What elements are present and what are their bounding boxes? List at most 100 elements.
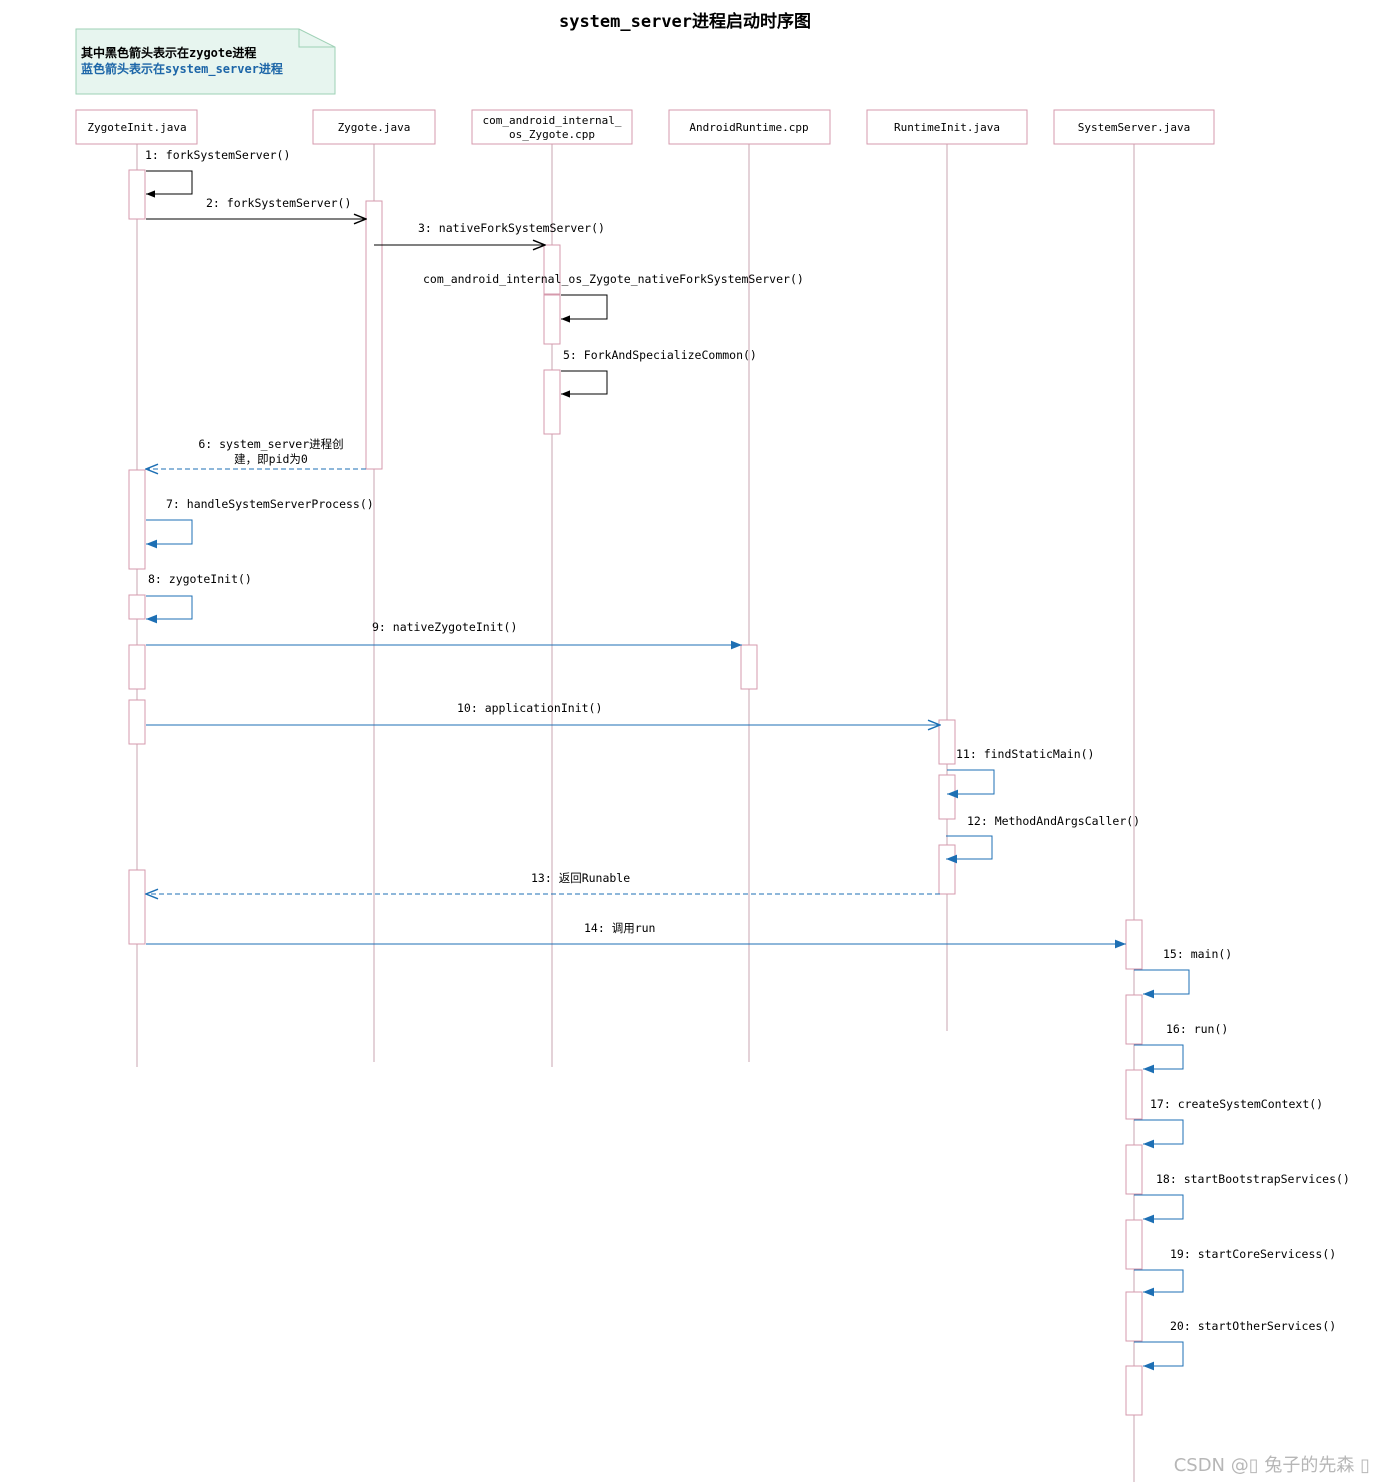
message-label: 8: zygoteInit() — [148, 572, 252, 586]
activation-bar-zygoteinit — [128, 469, 146, 570]
message-label: 13: 返回Runable — [531, 871, 630, 885]
message-9: 9: nativeZygoteInit() — [146, 620, 742, 650]
message-self-arrow — [1134, 1269, 1184, 1297]
message-label: 20: startOtherServices() — [1170, 1319, 1336, 1333]
note-fold — [298, 29, 335, 48]
activation-bars — [128, 169, 1143, 1416]
participant-box — [668, 109, 831, 145]
participant-label: RuntimeInit.java — [894, 121, 1000, 134]
message-label: 16: run() — [1166, 1022, 1228, 1036]
message-label: com_android_internal_os_Zygote_nativeFor… — [423, 272, 804, 286]
message-8: 8: zygoteInit() — [146, 572, 252, 624]
activation-bar-systemserver — [1125, 1291, 1143, 1342]
participant-zygote: Zygote.java — [312, 109, 436, 145]
participant-runtimeinit: RuntimeInit.java — [866, 109, 1028, 145]
participant-native: com_android_internal_os_Zygote.cpp — [471, 109, 633, 145]
message-1: 1: forkSystemServer() — [145, 148, 290, 198]
message-self-arrow — [146, 519, 193, 549]
activation-bar-zygote — [365, 200, 383, 470]
activation-bar-runtime — [740, 644, 758, 690]
participant-label: com_android_internal_ — [482, 114, 621, 127]
message-7: 7: handleSystemServerProcess() — [146, 497, 374, 549]
message-19: 19: startCoreServicess() — [1134, 1247, 1336, 1297]
message-4: com_android_internal_os_Zygote_nativeFor… — [423, 272, 804, 323]
message-label: 建，即pid为0 — [234, 452, 308, 466]
message-label: 5: ForkAndSpecializeCommon() — [563, 348, 757, 362]
activation-bar-native — [543, 244, 561, 295]
message-self-arrow — [947, 769, 995, 799]
activation-bar-systemserver — [1125, 1144, 1143, 1195]
participant-label: SystemServer.java — [1078, 121, 1191, 134]
message-label: 1: forkSystemServer() — [145, 148, 290, 162]
activation-bar-systemserver — [1125, 994, 1143, 1045]
message-self-arrow — [146, 595, 193, 624]
message-self-arrow — [1134, 1044, 1184, 1074]
message-12: 12: MethodAndArgsCaller() — [946, 814, 1140, 864]
message-20: 20: startOtherServices() — [1134, 1319, 1336, 1371]
diagram-title: system_server进程启动时序图 — [559, 11, 811, 32]
activation-bar-runtimeinit — [938, 719, 956, 765]
activation-bar-systemserver — [1125, 919, 1143, 970]
participant-box — [1053, 109, 1215, 145]
message-label: 2: forkSystemServer() — [206, 196, 351, 210]
message-self-arrow — [146, 170, 193, 198]
message-label: 17: createSystemContext() — [1150, 1097, 1323, 1111]
message-17: 17: createSystemContext() — [1134, 1097, 1323, 1149]
activation-bar-zygoteinit — [128, 594, 146, 620]
message-label: 12: MethodAndArgsCaller() — [967, 814, 1140, 828]
message-label: 3: nativeForkSystemServer() — [418, 221, 605, 235]
lifelines — [136, 144, 1135, 1482]
participant-runtime: AndroidRuntime.cpp — [668, 109, 831, 145]
participant-box — [75, 109, 198, 145]
message-self-arrow — [1134, 969, 1190, 999]
activation-bar-runtimeinit — [938, 774, 956, 820]
message-self-arrow — [1134, 1194, 1184, 1224]
message-self-arrow — [1134, 1341, 1184, 1371]
activation-bar-zygoteinit — [128, 644, 146, 690]
activation-bar-runtimeinit — [938, 844, 956, 895]
message-2: 2: forkSystemServer() — [146, 196, 366, 219]
message-self-arrow — [1134, 1119, 1184, 1149]
message-3: 3: nativeForkSystemServer() — [374, 221, 605, 245]
participant-box — [866, 109, 1028, 145]
message-self-arrow — [561, 294, 608, 323]
message-label: 9: nativeZygoteInit() — [372, 620, 517, 634]
message-15: 15: main() — [1134, 947, 1232, 999]
message-label: 7: handleSystemServerProcess() — [166, 497, 374, 511]
participant-label: AndroidRuntime.cpp — [689, 121, 808, 134]
participant-systemserver: SystemServer.java — [1053, 109, 1215, 145]
message-self-arrow — [946, 835, 993, 864]
message-16: 16: run() — [1134, 1022, 1228, 1074]
message-label: 11: findStaticMain() — [956, 747, 1094, 761]
note-line-blue-arrows: 蓝色箭头表示在system_server进程 — [81, 61, 283, 77]
message-18: 18: startBootstrapServices() — [1134, 1172, 1350, 1224]
activation-bar-systemserver — [1125, 1365, 1143, 1416]
note-line-black-arrows: 其中黑色箭头表示在zygote进程 — [81, 45, 256, 60]
message-11: 11: findStaticMain() — [947, 747, 1094, 799]
message-label: 10: applicationInit() — [457, 701, 602, 715]
participant-label: Zygote.java — [338, 121, 411, 134]
participant-label: ZygoteInit.java — [87, 121, 186, 134]
message-label: 14: 调用run — [584, 921, 655, 935]
message-self-arrow — [561, 370, 608, 398]
watermark: CSDN @▯ 兔子的先森 ▯ — [1174, 1455, 1370, 1476]
participant-box — [312, 109, 436, 145]
legend-note: 其中黑色箭头表示在zygote进程 蓝色箭头表示在system_server进程 — [75, 28, 336, 95]
message-label: 19: startCoreServicess() — [1170, 1247, 1336, 1261]
participant-label: os_Zygote.cpp — [509, 128, 595, 141]
activation-bar-native — [543, 369, 561, 435]
participant-zygoteinit: ZygoteInit.java — [75, 109, 198, 145]
message-label: 18: startBootstrapServices() — [1156, 1172, 1350, 1186]
activation-bar-zygoteinit — [128, 169, 146, 220]
activation-bar-zygoteinit — [128, 869, 146, 945]
message-10: 10: applicationInit() — [146, 701, 940, 725]
activation-bar-systemserver — [1125, 1069, 1143, 1120]
message-5: 5: ForkAndSpecializeCommon() — [561, 348, 757, 398]
participant-box — [471, 109, 633, 145]
message-label: 15: main() — [1163, 947, 1232, 961]
activation-bar-systemserver — [1125, 1219, 1143, 1270]
message-label: 6: system_server进程创 — [198, 437, 343, 451]
message-13: 13: 返回Runable — [146, 871, 940, 894]
